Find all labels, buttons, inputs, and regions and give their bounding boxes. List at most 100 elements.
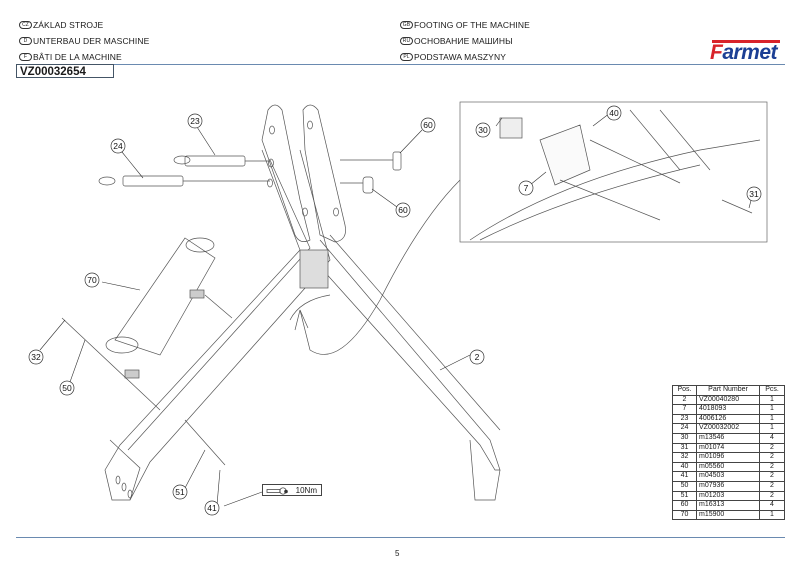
frame-left-leg: [104, 149, 331, 501]
cell-pos: 31: [672, 442, 697, 454]
cell-pcs: 1: [759, 404, 785, 415]
cell-pcs: 1: [759, 423, 785, 434]
title-ru: RU ОСНОВАНИЕ МАШИНЫ: [400, 36, 513, 46]
callout-7: 7: [524, 183, 529, 193]
header-rule: [16, 64, 785, 65]
cell-pos: 32: [672, 452, 697, 463]
cell-part-number: 4018093: [696, 404, 760, 415]
lang-badge-cz: CZ: [19, 21, 32, 29]
cell-pos: 23: [672, 413, 697, 425]
cell-part-number: VZ00032002: [696, 423, 760, 434]
cell-pcs: 2: [759, 490, 785, 502]
cell-pcs: 4: [759, 500, 785, 511]
cell-pos: 51: [672, 490, 697, 502]
logo-bar: [712, 40, 780, 43]
lang-badge-ru: RU: [400, 37, 413, 45]
lang-badge-gb: GB: [400, 21, 413, 29]
cell-part-number: m05560: [696, 461, 760, 473]
detail-view: [459, 101, 768, 243]
callout-70: 70: [87, 275, 97, 285]
pin-24: [122, 175, 184, 187]
cell-pos: 24: [672, 423, 697, 434]
title-text-f: BÂTI DE LA MACHINE: [33, 52, 122, 62]
cell-pcs: 1: [759, 509, 785, 521]
callout-2: 2: [475, 352, 480, 362]
cell-pos: 41: [672, 471, 697, 482]
callout-51: 51: [175, 487, 185, 497]
title-text-cz: ZÁKLAD STROJE: [33, 20, 104, 30]
cell-pcs: 2: [759, 452, 785, 463]
cell-pos: 50: [672, 480, 697, 492]
cell-pcs: 4: [759, 432, 785, 444]
hydraulic-hose: [299, 179, 461, 355]
cell-pcs: 2: [759, 471, 785, 482]
callout-50: 50: [62, 383, 72, 393]
footer-rule: [16, 537, 785, 538]
callout-32: 32: [31, 352, 41, 362]
cell-part-number: m07936: [696, 480, 760, 492]
callout-31: 31: [749, 189, 759, 199]
cell-part-number: m13546: [696, 432, 760, 444]
header-part-number: Part Number: [696, 385, 760, 396]
torque-note: 10Nm: [262, 484, 322, 496]
cell-pos: 70: [672, 509, 697, 521]
cell-part-number: m01096: [696, 452, 760, 463]
title-f: F BÂTI DE LA MACHINE: [19, 52, 122, 62]
cell-pcs: 2: [759, 480, 785, 492]
bracket-block: [299, 249, 329, 289]
header-pos: Pos.: [672, 385, 697, 396]
detail-bracket-7: [539, 124, 591, 186]
cell-part-number: VZ00040280: [696, 394, 760, 406]
hinge-plate-right: [302, 104, 346, 243]
callout-24: 24: [113, 141, 123, 151]
title-gb: GB FOOTING OF THE MACHINE: [400, 20, 530, 30]
cell-pcs: 1: [759, 394, 785, 406]
cell-pos: 30: [672, 432, 697, 444]
cell-part-number: 4006126: [696, 413, 760, 425]
title-pl: PL PODSTAWA MASZYNY: [400, 52, 506, 62]
cell-part-number: m01203: [696, 490, 760, 502]
parts-table-header: Pos. Part Number Pcs.: [672, 385, 785, 396]
title-text-pl: PODSTAWA MASZYNY: [414, 52, 506, 62]
header-pcs: Pcs.: [759, 385, 785, 396]
exploded-drawing: 23 24 60 60 70 32 50 51 41 2 30 40 7 31: [28, 101, 768, 516]
hinge-plate-left: [261, 104, 311, 242]
callout-30: 30: [478, 125, 488, 135]
cell-part-number: m01074: [696, 442, 760, 454]
lang-badge-d: D: [19, 37, 32, 45]
wrench-icon: [266, 487, 288, 495]
cell-part-number: m16313: [696, 500, 760, 511]
cap-60-lower: [362, 176, 374, 194]
title-text-ru: ОСНОВАНИЕ МАШИНЫ: [414, 36, 513, 46]
callout-60-lower: 60: [398, 205, 408, 215]
cell-pcs: 1: [759, 413, 785, 425]
detail-switch-30: [499, 117, 523, 139]
title-cz: CZ ZÁKLAD STROJE: [19, 20, 103, 30]
cell-pcs: 2: [759, 461, 785, 473]
logo-text: Farmet: [710, 41, 778, 64]
callout-40: 40: [609, 108, 619, 118]
cell-part-number: m04503: [696, 471, 760, 482]
title-d: D UNTERBAU DER MASCHINE: [19, 36, 149, 46]
torque-value: 10Nm: [295, 486, 317, 495]
cell-pos: 60: [672, 500, 697, 511]
title-text-d: UNTERBAU DER MASCHINE: [33, 36, 150, 46]
document-number: VZ00032654: [16, 64, 114, 78]
cap-60-upper: [392, 151, 402, 171]
cell-part-number: m15900: [696, 509, 760, 521]
cell-pos: 40: [672, 461, 697, 473]
callout-60-upper: 60: [423, 120, 433, 130]
callout-23: 23: [190, 116, 200, 126]
cell-pcs: 2: [759, 442, 785, 454]
